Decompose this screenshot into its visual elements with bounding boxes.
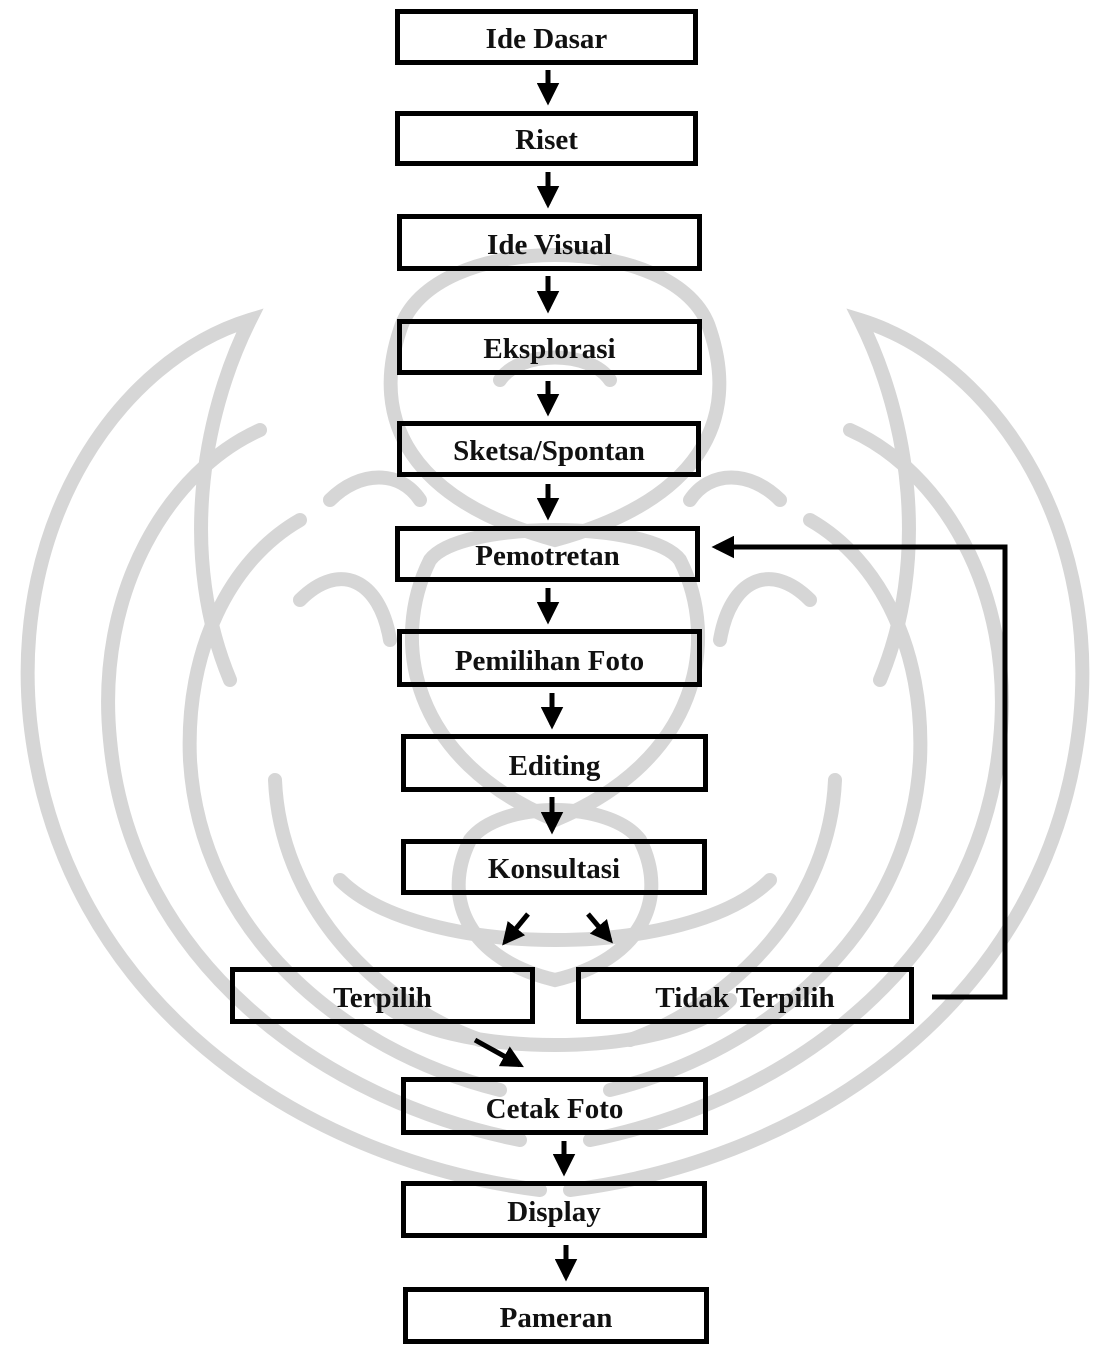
step-konsultasi: Konsultasi <box>401 839 707 895</box>
step-label: Cetak Foto <box>485 1093 624 1125</box>
step-cetak-foto: Cetak Foto <box>401 1077 708 1135</box>
step-label: Riset <box>515 124 578 156</box>
step-pameran: Pameran <box>403 1287 709 1344</box>
step-tidak-terpilih: Tidak Terpilih <box>576 967 914 1024</box>
step-label: Konsultasi <box>487 853 621 885</box>
arrow-terpilih-to-cetak-foto <box>473 1037 524 1068</box>
step-pemilihan-foto: Pemilihan Foto <box>397 629 702 687</box>
step-label: Tidak Terpilih <box>655 982 835 1014</box>
step-label: Sketsa/Spontan <box>453 435 645 467</box>
step-editing: Editing <box>401 734 708 792</box>
step-label: Eksplorasi <box>483 333 616 365</box>
step-display: Display <box>401 1181 707 1238</box>
step-label: Editing <box>508 750 601 782</box>
arrow-konsultasi-to-terpilih <box>502 912 530 946</box>
step-label: Pameran <box>499 1302 613 1334</box>
step-eksplorasi: Eksplorasi <box>397 319 702 375</box>
step-label: Pemilihan Foto <box>454 645 645 677</box>
step-terpilih: Terpilih <box>230 967 535 1024</box>
step-label: Terpilih <box>333 982 432 1014</box>
arrow-konsultasi-to-tidak-terpilih <box>586 912 613 944</box>
step-ide-visual: Ide Visual <box>397 214 702 271</box>
step-label: Display <box>507 1196 601 1228</box>
step-label: Ide Visual <box>487 229 612 261</box>
step-label: Pemotretan <box>475 540 620 572</box>
step-pemotretan: Pemotretan <box>395 526 700 582</box>
step-ide-dasar: Ide Dasar <box>395 9 698 65</box>
step-label: Ide Dasar <box>485 23 608 55</box>
arrow-tidak-terpilih-to-pemotretan <box>711 535 1008 1000</box>
step-riset: Riset <box>395 111 698 166</box>
step-sketsa-spontan: Sketsa/Spontan <box>397 421 701 477</box>
